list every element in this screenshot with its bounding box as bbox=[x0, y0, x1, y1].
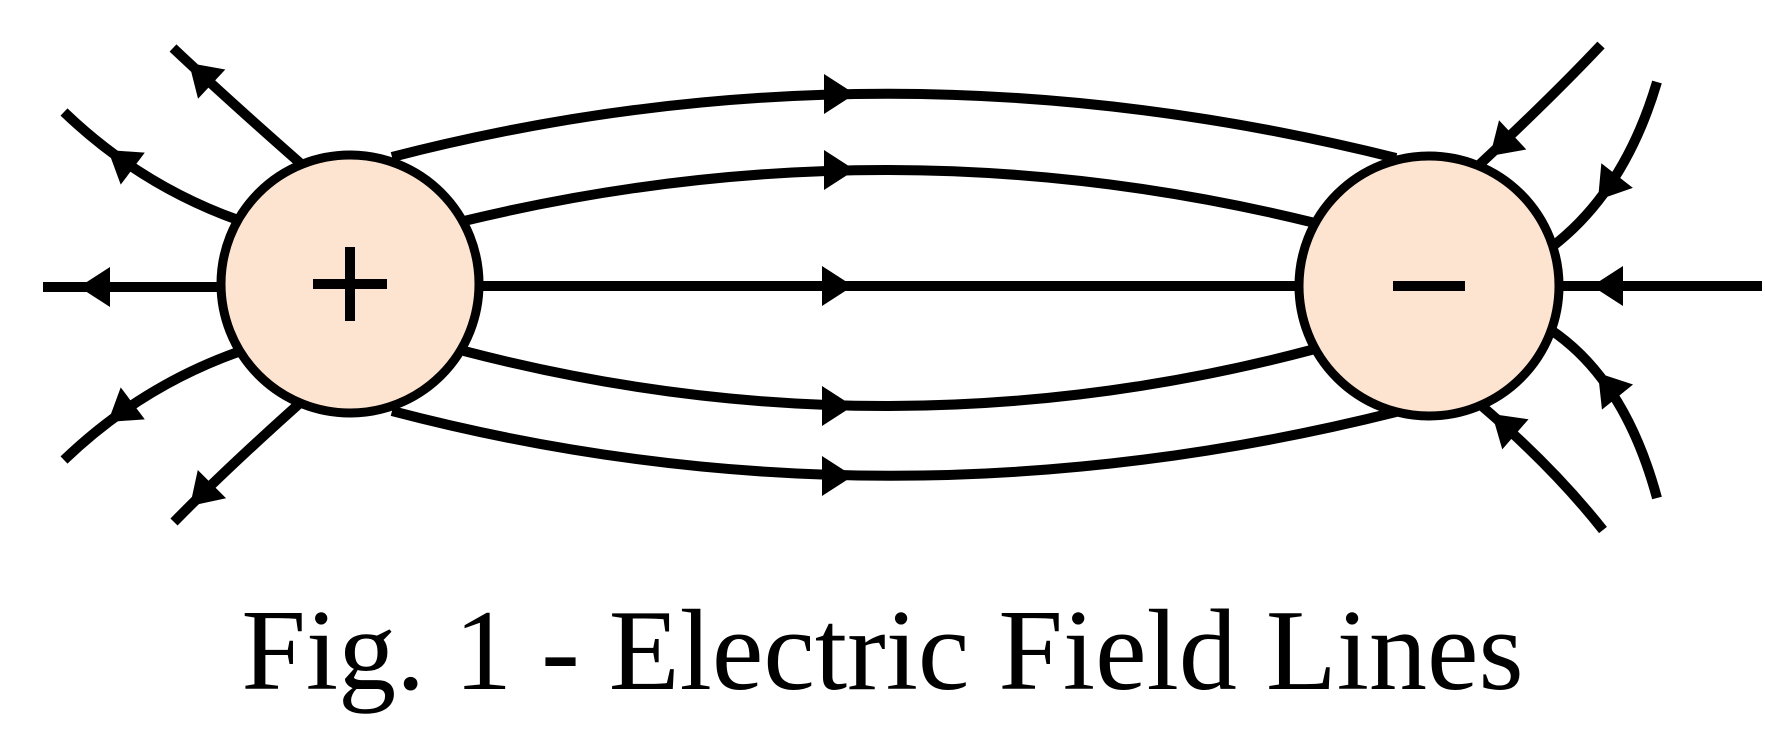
ray-right-bottom-shallow bbox=[1548, 325, 1662, 500]
connector-top-inner bbox=[462, 165, 1317, 228]
plus-symbol bbox=[313, 247, 387, 321]
ray-right-top-shallow-arrowhead bbox=[1598, 163, 1633, 200]
ray-left-top-shallow bbox=[60, 108, 240, 225]
figure-caption: Fig. 1 - Electric Field Lines bbox=[241, 587, 1524, 715]
ray-left-top-shallow-arrowhead bbox=[108, 150, 145, 185]
connector-bottom-inner-arrowhead bbox=[822, 386, 853, 426]
connector-middle-arrowhead bbox=[822, 266, 853, 306]
ray-left-bottom-shallow-arrowhead bbox=[108, 387, 145, 422]
ray-right-bottom-shallow-arrowhead bbox=[1598, 373, 1634, 410]
connector-top-outer-arrowhead bbox=[824, 74, 855, 114]
connector-bottom-outer-arrowhead bbox=[822, 456, 853, 496]
ray-right-middle-arrowhead bbox=[1592, 266, 1623, 306]
ray-left-bottom-steep-arrowhead bbox=[190, 469, 227, 506]
ray-right-bottom-steep-arrowhead bbox=[1492, 414, 1529, 450]
positive-charge bbox=[216, 150, 484, 418]
ray-left-middle-arrowhead bbox=[79, 267, 110, 307]
charges-layer bbox=[216, 150, 1564, 421]
ray-left-bottom-steep bbox=[170, 399, 304, 526]
arrowheads-layer bbox=[79, 63, 1634, 506]
connector-bottom-inner bbox=[462, 344, 1317, 411]
negative-charge bbox=[1294, 151, 1564, 421]
ray-right-top-steep-arrowhead bbox=[1490, 120, 1527, 156]
connector-top-inner-arrowhead bbox=[824, 150, 855, 190]
connector-top-outer bbox=[390, 88, 1398, 163]
connector-bottom-outer bbox=[390, 406, 1398, 481]
ray-left-top-steep-arrowhead bbox=[189, 63, 226, 99]
ray-right-top-shallow bbox=[1549, 80, 1662, 250]
ray-left-bottom-shallow bbox=[60, 347, 240, 464]
ray-left-top-steep bbox=[169, 44, 304, 167]
